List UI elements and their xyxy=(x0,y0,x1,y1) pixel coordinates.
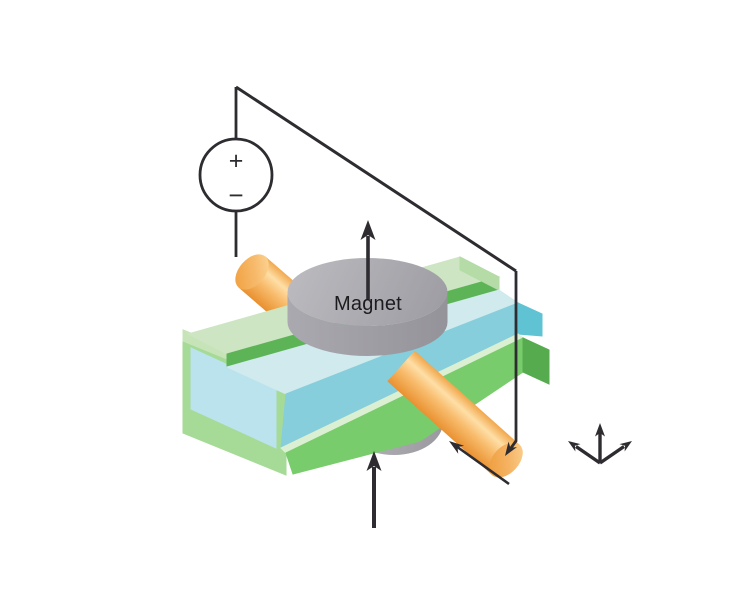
voltage-source-circle xyxy=(198,137,274,213)
magnet-label: Magnet xyxy=(334,293,402,315)
axis-indicator-icon xyxy=(568,423,632,465)
bottom-field-arrow-icon xyxy=(366,451,382,528)
circuit-right-drop xyxy=(508,271,518,451)
current-direction-arrow-icon xyxy=(449,441,510,486)
magnet-field-arrow-icon xyxy=(360,220,376,300)
voltage-source: + − xyxy=(198,137,274,213)
blue-layer-end-face xyxy=(517,302,543,337)
bottom-layer-end-face xyxy=(522,337,550,385)
circuit-wiring xyxy=(234,85,518,451)
voltage-source-plus: + xyxy=(229,147,244,175)
circuit-diagonal xyxy=(235,85,517,273)
voltage-source-minus: − xyxy=(228,180,243,210)
wire-right xyxy=(387,350,523,478)
circuit-terminal-arrow-icon xyxy=(505,441,517,456)
